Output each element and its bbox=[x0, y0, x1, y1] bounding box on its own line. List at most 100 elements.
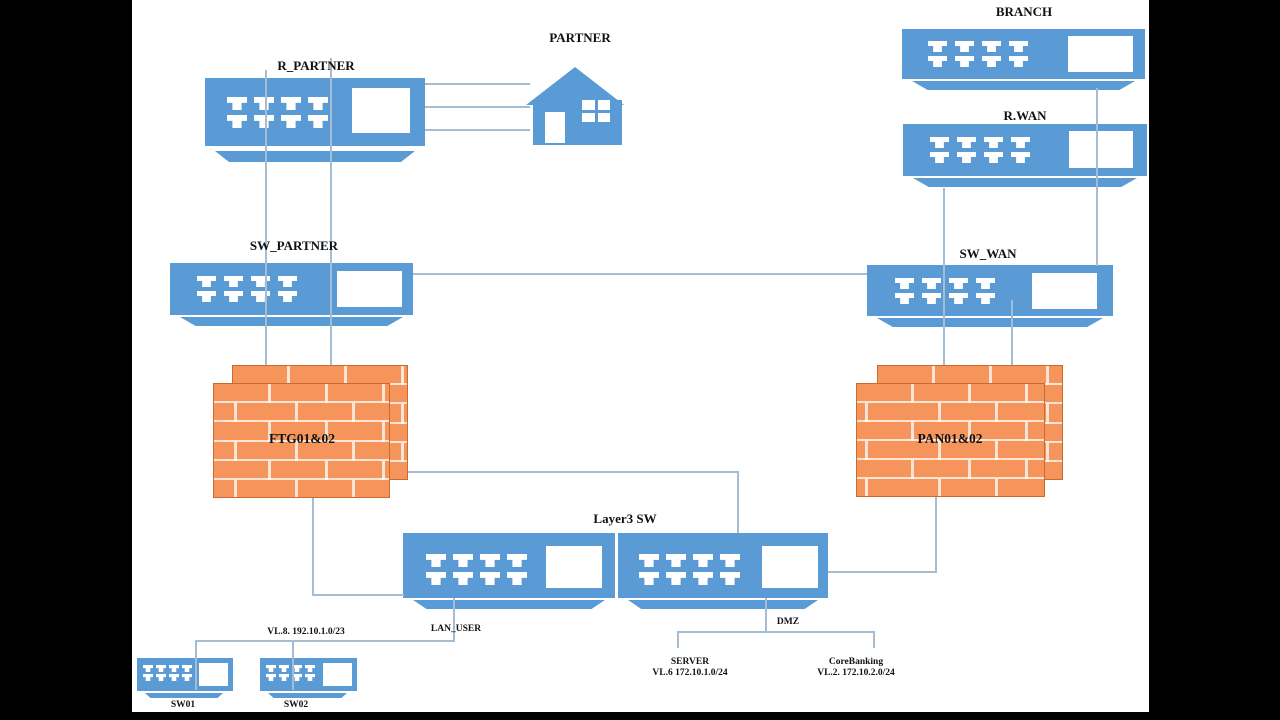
branch-label: BRANCH bbox=[995, 4, 1053, 19]
brick-row bbox=[214, 384, 389, 404]
port-icon bbox=[308, 97, 328, 110]
ports bbox=[197, 276, 297, 302]
ports bbox=[426, 554, 527, 585]
device-screen bbox=[1032, 273, 1097, 309]
r-partner-label: R_PARTNER bbox=[277, 58, 355, 73]
ports bbox=[227, 97, 328, 128]
window-pane bbox=[597, 100, 610, 110]
brick-row bbox=[857, 441, 1044, 460]
port-icon bbox=[426, 554, 446, 567]
device-base bbox=[413, 600, 605, 609]
port-icon bbox=[949, 278, 968, 289]
connector bbox=[408, 471, 739, 473]
house-door bbox=[545, 112, 565, 143]
connector bbox=[677, 631, 875, 633]
device-base bbox=[628, 600, 818, 609]
firewall-pan bbox=[856, 383, 1045, 497]
port-icon bbox=[982, 41, 1001, 52]
device-screen bbox=[546, 546, 602, 588]
router-branch bbox=[902, 29, 1145, 79]
brick-row bbox=[857, 422, 1044, 441]
connector bbox=[330, 58, 332, 365]
connector bbox=[292, 640, 294, 690]
port-icon bbox=[928, 56, 947, 67]
house-window bbox=[582, 100, 610, 122]
port-icon bbox=[227, 115, 247, 128]
r-wan-label: R.WAN bbox=[1003, 108, 1047, 123]
port-icon bbox=[254, 115, 274, 128]
corebanking-subnet: VL.2. 172.10.2.0/24 bbox=[817, 668, 895, 678]
device-screen bbox=[352, 88, 410, 133]
port-icon bbox=[480, 554, 500, 567]
switch-layer3-left bbox=[403, 533, 615, 598]
port-icon bbox=[957, 152, 976, 163]
switch-sw-partner bbox=[170, 263, 413, 315]
server-subnet: VL.6 172.10.1.0/24 bbox=[652, 668, 728, 678]
port-icon bbox=[305, 674, 315, 681]
port-icon bbox=[182, 665, 192, 672]
window-pane bbox=[582, 100, 595, 110]
device-screen bbox=[1068, 36, 1133, 72]
port-icon bbox=[224, 276, 243, 287]
brick-row bbox=[857, 479, 1044, 496]
port-icon bbox=[895, 293, 914, 304]
port-icon bbox=[922, 293, 941, 304]
device-screen bbox=[1069, 131, 1133, 168]
port-icon bbox=[639, 572, 659, 585]
port-icon bbox=[197, 276, 216, 287]
brick-row bbox=[857, 384, 1044, 403]
port-icon bbox=[957, 137, 976, 148]
port-icon bbox=[976, 278, 995, 289]
port-icon bbox=[266, 665, 276, 672]
port-icon bbox=[1011, 137, 1030, 148]
port-icon bbox=[984, 137, 1003, 148]
connector bbox=[828, 571, 937, 573]
port-icon bbox=[895, 278, 914, 289]
port-icon bbox=[666, 572, 686, 585]
port-icon bbox=[156, 665, 166, 672]
firewall-ftg bbox=[213, 383, 390, 498]
partner-label: PARTNER bbox=[549, 30, 611, 45]
port-icon bbox=[143, 665, 153, 672]
port-icon bbox=[693, 572, 713, 585]
device-base bbox=[180, 317, 403, 326]
port-icon bbox=[453, 554, 473, 567]
switch-sw-wan bbox=[867, 265, 1113, 316]
port-icon bbox=[976, 293, 995, 304]
port-icon bbox=[507, 554, 527, 567]
port-icon bbox=[720, 572, 740, 585]
brick-row bbox=[214, 422, 389, 442]
pan-label: PAN01&02 bbox=[917, 431, 983, 446]
lan-user-label: LAN_USER bbox=[430, 624, 482, 634]
port-icon bbox=[955, 41, 974, 52]
ports bbox=[930, 137, 1030, 163]
connector bbox=[425, 83, 530, 85]
device-screen bbox=[323, 663, 352, 686]
device-base bbox=[215, 151, 415, 162]
connector bbox=[195, 640, 455, 642]
port-icon bbox=[1011, 152, 1030, 163]
sw-wan-label: SW_WAN bbox=[959, 246, 1017, 261]
switch-sw02 bbox=[260, 658, 357, 691]
device-base bbox=[145, 693, 223, 698]
port-icon bbox=[639, 554, 659, 567]
connector bbox=[737, 471, 739, 533]
vlan8-subnet-label: VL.8. 192.10.1.0/23 bbox=[267, 627, 345, 637]
connector bbox=[1096, 88, 1098, 266]
device-screen bbox=[762, 546, 818, 588]
port-icon bbox=[426, 572, 446, 585]
port-icon bbox=[278, 291, 297, 302]
port-icon bbox=[930, 137, 949, 148]
port-icon bbox=[1009, 41, 1028, 52]
letterbox-right bbox=[1149, 0, 1280, 720]
ftg-label: FTG01&02 bbox=[269, 431, 335, 446]
port-icon bbox=[251, 291, 270, 302]
connector bbox=[1011, 300, 1013, 365]
port-icon bbox=[982, 56, 1001, 67]
port-icon bbox=[251, 276, 270, 287]
dmz-label: DMZ bbox=[776, 617, 800, 627]
port-icon bbox=[984, 152, 1003, 163]
port-icon bbox=[156, 674, 166, 681]
port-icon bbox=[955, 56, 974, 67]
